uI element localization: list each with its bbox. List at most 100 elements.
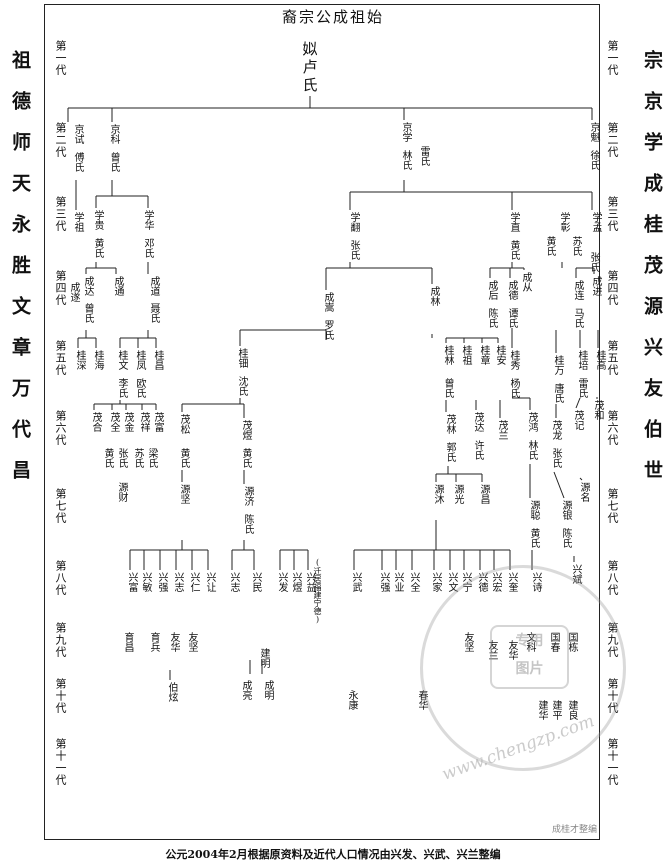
person-node: 罗氏	[322, 320, 333, 340]
person-node: 桂秀	[508, 350, 519, 370]
person-node: 源财	[116, 482, 127, 502]
person-node: 桂林	[442, 345, 453, 365]
person-node: 源聪	[528, 500, 539, 520]
generation-label: 第三代	[606, 196, 619, 232]
person-node: 源沐	[432, 484, 443, 504]
lineage-line	[553, 471, 565, 499]
person-node: 育昌	[122, 632, 133, 652]
person-node: 桂培	[576, 350, 587, 370]
person-node: 黄氏	[544, 236, 555, 256]
generation-label: 第二代	[54, 122, 67, 158]
person-node: 成亮	[240, 680, 251, 700]
person-node: 学直	[508, 212, 519, 232]
person-node: 桂文	[116, 350, 127, 370]
person-node: 桂高	[594, 350, 605, 370]
generation-label: 第六代	[54, 410, 67, 446]
person-node: 茂合	[90, 412, 101, 432]
person-node: 许氏	[472, 440, 483, 460]
person-node: 傅氏	[72, 152, 83, 172]
person-node: 茂鸿	[526, 412, 537, 432]
generation-label: 第九代	[54, 622, 67, 658]
person-node: 建明	[258, 648, 269, 668]
person-node: 兴家	[430, 572, 441, 592]
person-node: 成通	[112, 276, 123, 296]
chart-frame	[44, 4, 600, 840]
person-node: 曾氏	[442, 378, 453, 398]
person-node: 桂章	[478, 345, 489, 365]
generation-label: 第八代	[606, 560, 619, 596]
person-node: 兴民	[250, 572, 261, 592]
generation-label: 第十代	[54, 678, 67, 714]
person-node: 兴全	[408, 572, 419, 592]
person-node: 聂氏	[148, 303, 159, 323]
person-node: 京科	[108, 124, 119, 144]
lineage-line	[579, 477, 583, 481]
generation-label: 第八代	[54, 560, 67, 596]
person-node: 学孟	[590, 212, 601, 232]
person-node: 桂海	[92, 350, 103, 370]
generation-label: 第七代	[606, 488, 619, 524]
generation-label: 第六代	[606, 410, 619, 446]
person-node: 茂全	[108, 412, 119, 432]
person-node: 兴仁	[188, 572, 199, 592]
person-node: 张氏	[116, 448, 127, 468]
person-node: 源银	[560, 500, 571, 520]
person-node: 学华	[142, 210, 153, 230]
person-node: 成林	[428, 286, 439, 306]
person-node: 兴志	[228, 572, 239, 592]
person-node: 苏氏	[570, 236, 581, 256]
person-node: 邓氏	[142, 238, 153, 258]
person-node: 张氏	[588, 252, 599, 272]
person-node: 茂富	[152, 412, 163, 432]
person-node: 沈氏	[236, 376, 247, 396]
person-node: 育兵	[148, 632, 159, 652]
person-node: 京试	[72, 124, 83, 144]
person-node: 桂昌	[152, 350, 163, 370]
generation-label: 第二代	[606, 122, 619, 158]
lineage-line	[575, 397, 581, 409]
person-node: 春华	[416, 690, 427, 710]
person-node: 茂祥	[138, 412, 149, 432]
generation-label: 第七代	[54, 488, 67, 524]
person-node: 马氏	[572, 308, 583, 328]
person-node: 欧氏	[134, 378, 145, 398]
annotation: (迁居福建宁德)	[313, 558, 322, 624]
person-node: 兴文	[446, 572, 457, 592]
person-node: 唐氏	[552, 383, 563, 403]
person-node: 兴让	[204, 572, 215, 592]
person-node: 黄氏	[178, 448, 189, 468]
person-node: 陈氏	[242, 514, 253, 534]
person-node: 友华	[168, 632, 179, 652]
person-node: 陈氏	[560, 528, 571, 548]
person-node: 李氏	[116, 378, 127, 398]
person-node: 茂林	[444, 414, 455, 434]
person-node: 林氏	[526, 440, 537, 460]
person-node: 兴志	[172, 572, 183, 592]
person-node: 成道	[148, 276, 159, 296]
person-node: 曾氏	[108, 152, 119, 172]
person-node: 桂钿	[236, 348, 247, 368]
person-node: 桂凤	[134, 350, 145, 370]
person-node: 兴斌	[570, 564, 581, 584]
person-node: 成达	[82, 276, 93, 296]
left-generation-names: 祖德师天永胜文章万代昌	[9, 50, 31, 501]
person-node: 京魁	[588, 122, 599, 142]
person-node: 茂松	[178, 414, 189, 434]
person-node: 桂安	[494, 345, 505, 365]
person-node: 黄氏	[528, 528, 539, 548]
person-node: 茂兰	[496, 420, 507, 440]
person-node: 学祖	[72, 212, 83, 232]
person-node: 茂记	[572, 410, 583, 430]
generation-label: 第一代	[54, 40, 67, 76]
person-node: 林氏	[400, 150, 411, 170]
person-node: 成连	[572, 280, 583, 300]
person-node: 谭氏	[506, 308, 517, 328]
footer-note: 公元2004年2月根据原资料及近代人口情况由兴发、兴武、兴兰整编	[165, 848, 501, 861]
person-node: 源济	[242, 486, 253, 506]
right-generation-names: 宗京学成桂茂源兴友伯世	[641, 50, 663, 501]
person-node: 黄氏	[508, 240, 519, 260]
person-node: 桂深	[74, 350, 85, 370]
generation-label: 第五代	[606, 340, 619, 376]
person-node: 茂煜	[240, 420, 251, 440]
person-node: 桂祖	[460, 345, 471, 365]
